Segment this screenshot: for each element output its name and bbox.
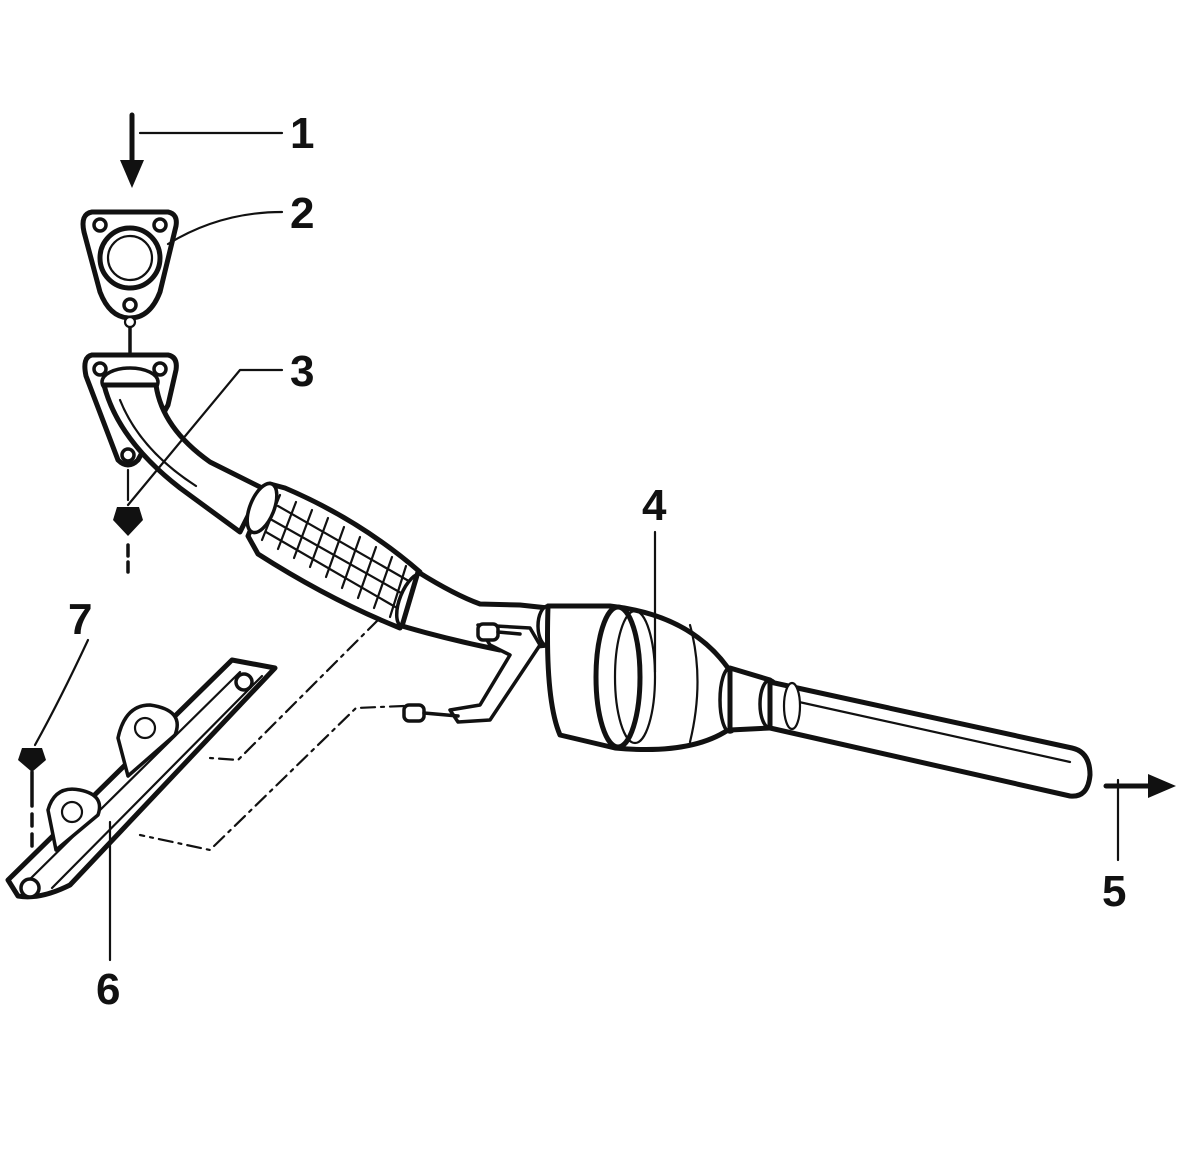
flex-pipe [245,481,430,631]
bolt [18,638,90,848]
front-pipe [101,382,265,535]
callout-6: 6 [96,965,120,1014]
callout-labels: 1 2 3 4 5 6 7 [68,109,1126,1014]
callout-4: 4 [642,481,667,530]
flange-nut [113,368,284,574]
callout-2: 2 [290,189,314,238]
callout-7: 7 [68,595,92,644]
callout-1: 1 [290,109,314,158]
alignment-lines [138,618,406,852]
heat-shield [5,657,278,962]
connector-stud [123,315,137,354]
callout-3: 3 [290,347,314,396]
gasket [80,209,284,321]
tail-pipe [767,679,1093,799]
pipe-bracket [402,622,542,724]
exhaust-inflow-arrow [120,112,284,188]
exhaust-outflow-arrow [1103,774,1176,862]
catalytic-converter [545,530,782,752]
callout-5: 5 [1102,867,1126,916]
